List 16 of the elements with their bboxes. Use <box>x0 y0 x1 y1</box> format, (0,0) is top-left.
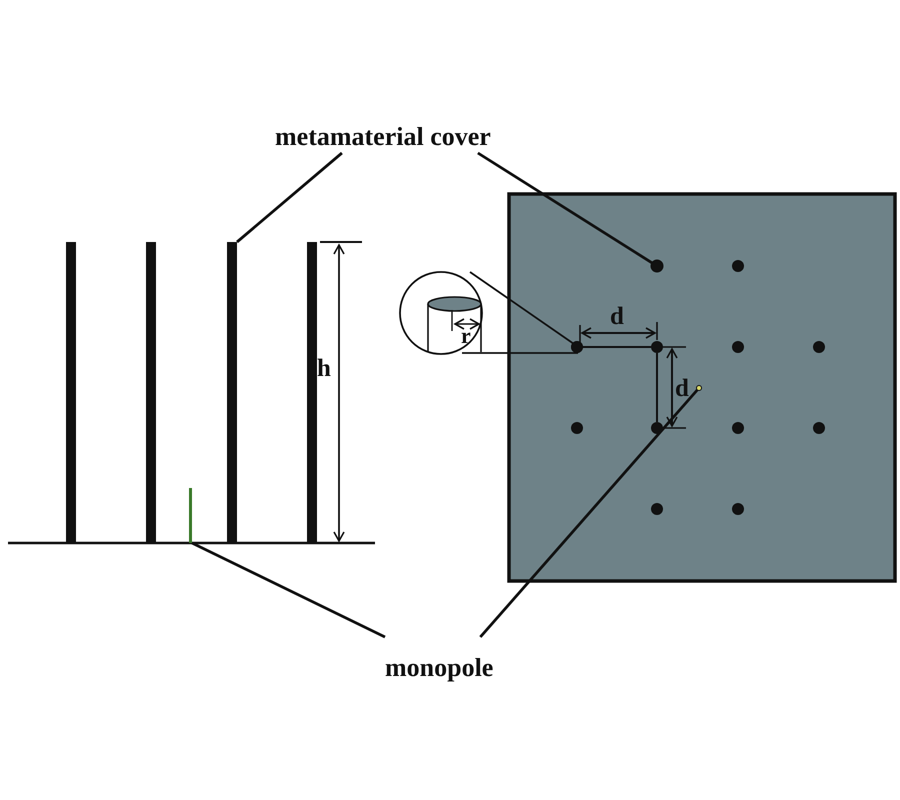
leader-line <box>477 152 653 264</box>
rod <box>66 242 76 543</box>
rod <box>307 242 317 543</box>
rod <box>227 242 237 543</box>
leader-line <box>191 542 386 638</box>
monopole-dot <box>696 385 702 391</box>
leader-line <box>236 152 343 244</box>
dimension-label: d <box>610 304 624 329</box>
dimension-label: r <box>461 325 471 347</box>
monopole-wire <box>189 488 192 543</box>
dimension-label: d <box>675 376 689 401</box>
part-label: monopole <box>385 655 494 681</box>
part-label: metamaterial cover <box>275 124 491 150</box>
rod <box>146 242 156 543</box>
leader-line <box>479 388 698 638</box>
dimension-label: h <box>317 356 331 381</box>
